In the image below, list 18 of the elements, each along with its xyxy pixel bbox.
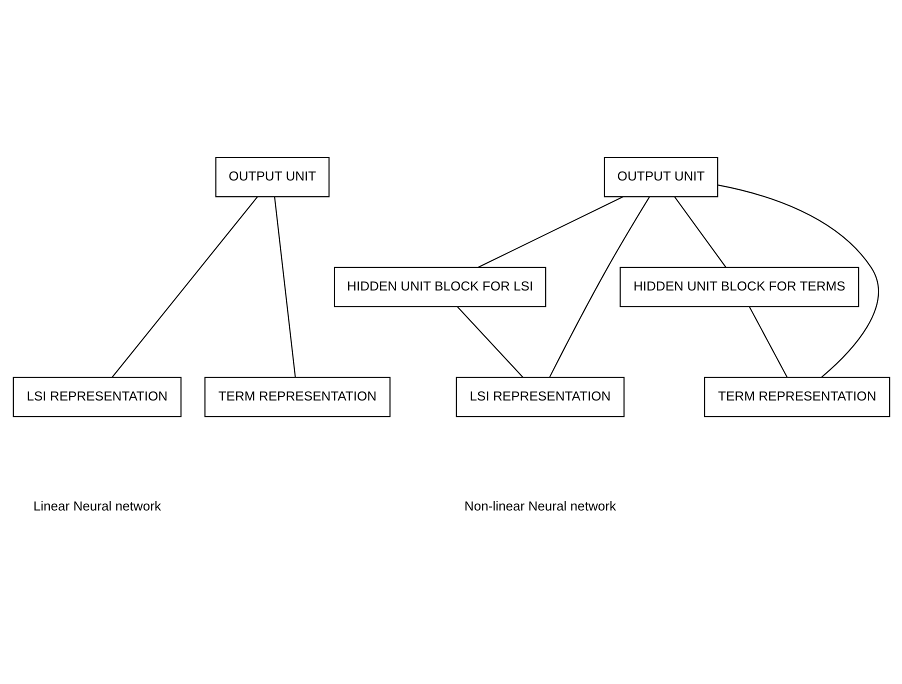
node-box: LSI REPRESENTATION [455, 376, 624, 418]
connector [478, 196, 623, 268]
connector [456, 306, 523, 378]
connector [274, 196, 296, 378]
connector [748, 306, 788, 378]
label: Non-linear Neural network [464, 498, 616, 514]
node-box: TERM REPRESENTATION [204, 376, 390, 418]
node-box: OUTPUT UNIT [603, 156, 718, 198]
node-box: HIDDEN UNIT BLOCK FOR TERMS [619, 266, 859, 308]
connector [717, 184, 878, 378]
node-box: TERM REPRESENTATION [704, 376, 890, 418]
node-box: LSI REPRESENTATION [12, 376, 182, 418]
label: Linear Neural network [32, 498, 160, 514]
connector [674, 196, 726, 268]
connector [111, 196, 258, 378]
node-box: HIDDEN UNIT BLOCK FOR LSI [333, 266, 546, 308]
node-box: OUTPUT UNIT [214, 156, 330, 198]
connector [548, 196, 650, 378]
